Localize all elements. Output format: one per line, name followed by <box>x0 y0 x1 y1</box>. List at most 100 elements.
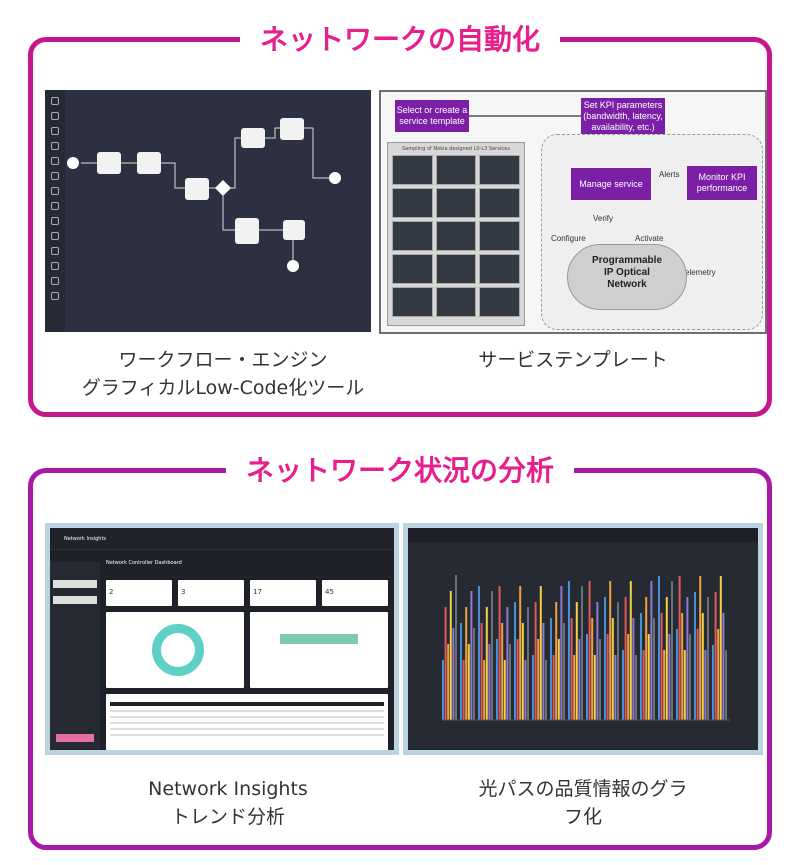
quality-bar <box>658 576 660 720</box>
kpi-card-links: 45 <box>322 580 388 606</box>
quality-bar <box>588 581 591 720</box>
quality-bar <box>491 591 493 720</box>
quality-bar <box>516 639 519 720</box>
service-tile <box>392 254 433 284</box>
quality-bar <box>586 634 588 720</box>
insights-dashboard: Network Controller Dashboard 2 3 17 45 <box>104 558 394 750</box>
quality-bar <box>501 623 504 720</box>
quality-bar <box>527 607 529 720</box>
alerts-label: Alerts <box>659 170 680 179</box>
quality-bar <box>707 597 709 720</box>
service-tile <box>479 155 520 185</box>
sampling-services-heading: Sampling of Nokia designed L0-L3 Service… <box>402 146 510 152</box>
quality-bar <box>581 586 583 720</box>
quality-bar <box>635 655 637 720</box>
quality-bar <box>668 634 671 720</box>
service-tile <box>479 221 520 251</box>
workflow-task-node <box>97 152 121 174</box>
quality-bar <box>444 607 447 720</box>
cloud-label-line3: Network <box>607 279 647 290</box>
quality-bar <box>550 618 552 720</box>
insights-topbar: Network Insights <box>50 528 394 550</box>
workflow-task-node <box>137 152 161 174</box>
quality-bar <box>552 655 555 720</box>
donut-chart <box>152 624 204 676</box>
quality-bar <box>514 602 516 720</box>
quality-bar <box>647 634 650 720</box>
quality-bar <box>642 650 645 720</box>
service-tile <box>435 221 477 251</box>
quality-bar <box>632 618 635 720</box>
quality-bar <box>449 591 452 720</box>
sampling-services-panel: Sampling of Nokia designed L0-L3 Service… <box>387 142 525 326</box>
quality-bar <box>557 639 560 720</box>
quality-bar <box>488 644 491 720</box>
verify-label: Verify <box>593 214 614 223</box>
set-kpi-box: Set KPI parameters (bandwidth, latency, … <box>581 98 665 134</box>
analysis-title: ネットワーク状況の分析 <box>225 449 575 489</box>
quality-bar <box>480 623 483 720</box>
kpi-card-sites: 2 <box>106 580 172 606</box>
quality-bar <box>686 597 689 720</box>
insights-dashboard-title: Network Controller Dashboard <box>106 560 182 566</box>
quality-bar <box>678 576 681 720</box>
service-tile <box>435 155 477 185</box>
analysis-panel: ネットワーク状況の分析 Network Insights Network Con… <box>28 449 772 850</box>
quality-caption: 光パスの品質情報のグラ フ化 <box>433 775 733 831</box>
quality-bar <box>611 618 614 720</box>
workflow-caption: ワークフロー・エンジン グラフィカルLow-Code化ツール <box>73 346 373 402</box>
quality-bar <box>722 613 725 720</box>
service-template-screenshot: Select or create a service template Set … <box>379 90 767 334</box>
quality-bar <box>599 639 601 720</box>
quality-bar <box>624 597 627 720</box>
insights-caption-line2: トレンド分析 <box>170 806 285 828</box>
service-tile <box>479 254 520 284</box>
trend-chart-card <box>250 612 388 688</box>
quality-bar <box>478 586 480 720</box>
quality-bar <box>622 650 624 720</box>
quality-bar <box>542 623 545 720</box>
quality-bar <box>650 581 653 720</box>
quality-bar <box>665 597 668 720</box>
quality-bar <box>447 644 450 720</box>
quality-bar <box>498 586 501 720</box>
workflow-task-node <box>185 178 209 200</box>
service-tile <box>392 188 433 218</box>
quality-bar <box>676 629 678 720</box>
workflow-task-node <box>235 218 259 244</box>
automation-title: ネットワークの自動化 <box>239 18 561 58</box>
workflow-end-node <box>329 172 341 184</box>
quality-bar <box>560 586 563 720</box>
quality-bar <box>496 639 498 720</box>
manage-service-box: Manage service <box>571 168 651 200</box>
quality-bar <box>460 623 462 720</box>
quality-bar <box>568 581 570 720</box>
quality-bar <box>519 586 522 720</box>
quality-bar <box>629 581 632 720</box>
quality-bar <box>663 650 666 720</box>
quality-bar <box>578 639 581 720</box>
quality-bar <box>509 644 511 720</box>
service-tile <box>479 287 520 317</box>
quality-bar <box>614 655 617 720</box>
quality-bar <box>627 634 630 720</box>
quality-bar <box>442 660 444 720</box>
workflow-engine-screenshot <box>45 90 371 332</box>
quality-bar <box>570 618 573 720</box>
quality-bar <box>609 581 612 720</box>
quality-bar <box>545 660 547 720</box>
quality-bar-chart <box>408 528 758 750</box>
quality-bar <box>532 655 534 720</box>
quality-bar <box>591 618 594 720</box>
quality-bar <box>473 628 475 720</box>
workflow-caption-line1: ワークフロー・エンジン <box>118 349 328 371</box>
quality-bar <box>725 650 727 720</box>
quality-bar <box>506 607 509 720</box>
quality-bar <box>683 650 686 720</box>
ne-type-distribution-card <box>106 612 244 688</box>
quality-bar <box>455 575 457 720</box>
quality-bar <box>575 602 578 720</box>
service-tile <box>392 287 433 317</box>
service-tile <box>392 221 433 251</box>
quality-bar <box>699 576 702 720</box>
